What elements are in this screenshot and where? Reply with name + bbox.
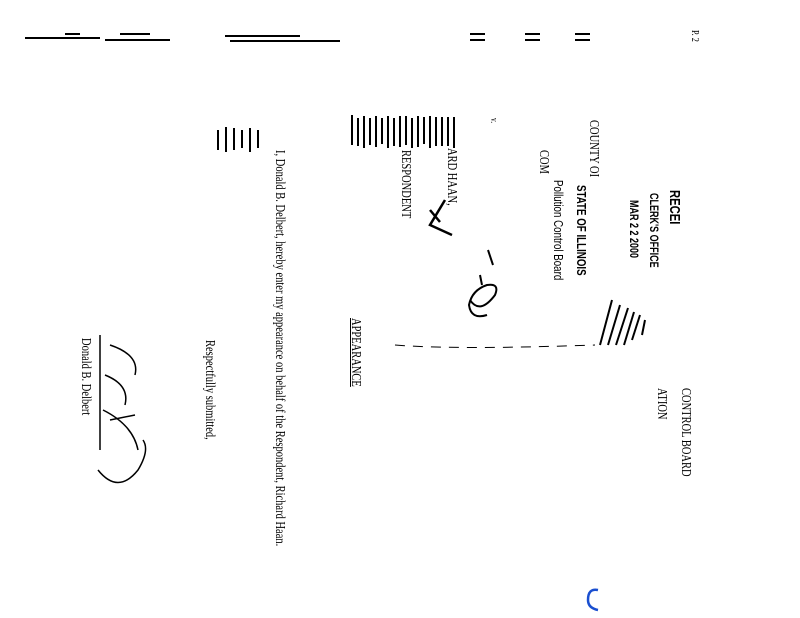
stamp-received: RECEI — [666, 190, 683, 225]
document-title: APPEARANCE — [348, 318, 363, 387]
board-header-2: ATION — [654, 388, 669, 420]
handwritten-case-number — [467, 249, 498, 318]
board-header: CONTROL BOARD — [678, 388, 693, 477]
stamp-board: Pollution Control Board — [551, 180, 566, 281]
redaction-block-body — [217, 127, 259, 152]
respondent-label: RESPONDENT — [398, 150, 413, 219]
blue-pen-mark — [586, 588, 599, 612]
redaction-marks-top — [25, 33, 590, 42]
page-number: P. 2 — [689, 30, 701, 42]
stamp-office: CLERK'S OFFICE — [647, 193, 661, 268]
stamp-state: STATE OF ILLINOIS — [574, 185, 589, 276]
appearance-body: I, Donald B. Delbert, hereby enter my ap… — [272, 150, 287, 547]
redaction-block-right — [394, 299, 646, 348]
closing-line: Respectfully submitted, — [202, 340, 217, 440]
stamp-date: MAR 2 2 2000 — [627, 200, 641, 259]
respondent-name: ARD HAAN, — [444, 148, 459, 206]
handwritten-mark-a — [428, 199, 453, 237]
handwritten-signature — [97, 335, 147, 484]
signature-name: Donald B. Delbert — [78, 338, 93, 416]
complainant-label: COM — [536, 150, 551, 174]
redaction-block-respondent — [351, 115, 455, 148]
county-label: COUNTY OI — [586, 120, 601, 178]
versus-label: v. — [488, 118, 499, 124]
